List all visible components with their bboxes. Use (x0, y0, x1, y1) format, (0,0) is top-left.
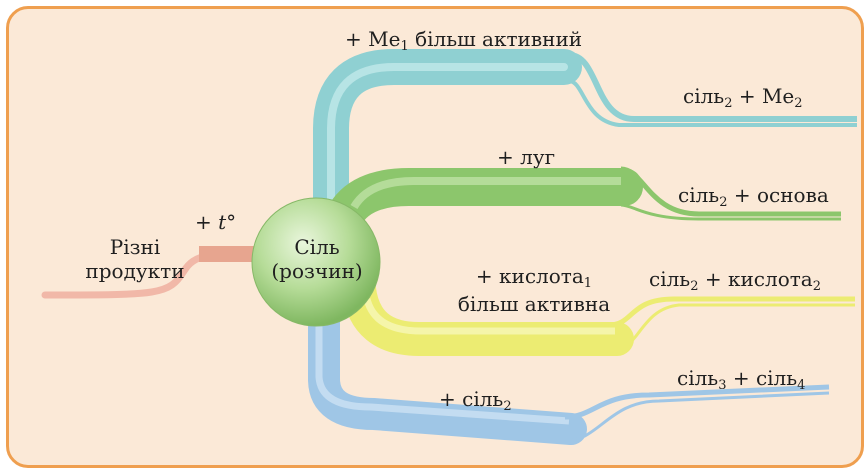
input-products-label: Різні продукти (75, 235, 195, 283)
branch-alkali-reagent: + луг (497, 145, 556, 169)
heating-condition: + t° (195, 210, 237, 234)
branch-acid-reagent-line1: + кислота1 (475, 264, 593, 291)
branch-salt-reagent: + сіль2 (439, 387, 512, 414)
salt-sphere (251, 197, 381, 327)
branch-acid-products: сіль2 + кислота2 (649, 267, 822, 294)
diagram-frame: Сіль (розчин) + t° Різні продукти + Me1 … (6, 6, 864, 468)
center-label: Сіль (розчин) (271, 235, 363, 283)
center-label-line1: Сіль (294, 235, 340, 259)
branch-metal-reagent: + Me1 більш активний (345, 27, 583, 54)
center-label-line2: (розчин) (271, 259, 363, 283)
input-products-line1: Різні (109, 235, 161, 259)
branch-alkali-products: сіль2 + основа (678, 183, 829, 210)
branch-metal-products: сіль2 + Me2 (683, 84, 803, 111)
branch-diagram (41, 49, 857, 445)
branch-salt-products: сіль3 + сіль4 (677, 366, 806, 393)
branch-acid-reagent: + кислота1 більш активна (441, 264, 627, 316)
input-products-line2: продукти (85, 259, 185, 283)
branch-alkali-tube (325, 168, 643, 236)
branch-acid-reagent-line2: більш активна (457, 291, 611, 316)
